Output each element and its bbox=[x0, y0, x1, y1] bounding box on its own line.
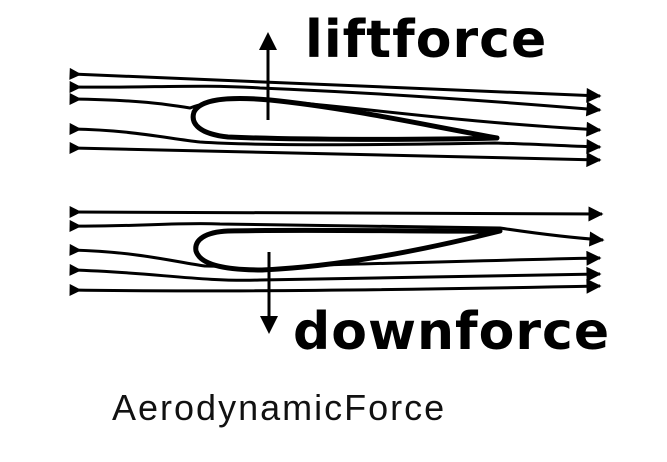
down-force-label: downforce bbox=[293, 302, 611, 362]
airfoil-down bbox=[193, 227, 503, 273]
lift-arrowhead bbox=[259, 32, 277, 50]
down-arrowhead bbox=[260, 316, 278, 334]
streamline bbox=[69, 219, 605, 247]
streamline bbox=[69, 278, 602, 296]
diagram-caption: AerodynamicForce bbox=[112, 387, 447, 428]
lift-force-label: liftforce bbox=[305, 10, 548, 70]
streamline bbox=[69, 263, 602, 282]
streamline bbox=[69, 205, 604, 222]
down-airfoil-group bbox=[69, 205, 605, 334]
streamline bbox=[69, 141, 602, 168]
lift-airfoil-group bbox=[69, 32, 602, 168]
